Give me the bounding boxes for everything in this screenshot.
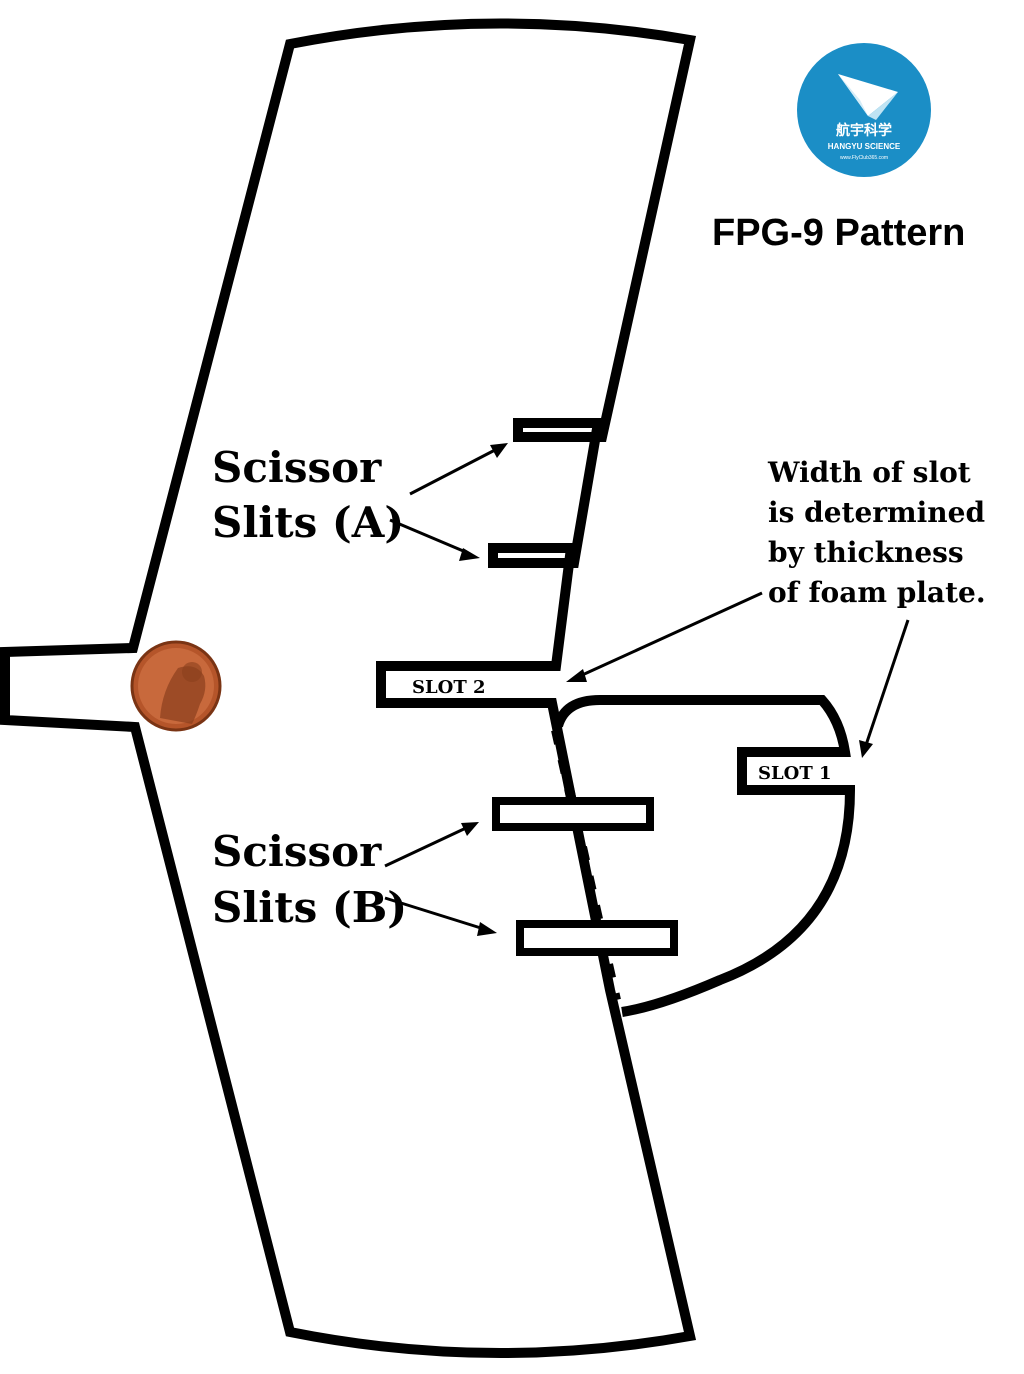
penny-icon (130, 640, 222, 732)
arrow-head (477, 922, 497, 936)
logo-name-cn: 航宇科学 (836, 122, 892, 139)
arrow-head (490, 443, 508, 458)
slits-b-label-line1: Scissor (212, 827, 382, 876)
arrow-head (459, 548, 480, 561)
logo-url: www.FlyClub365.com (840, 155, 888, 161)
slot-note-line2: is determined (768, 496, 985, 529)
arrow-head (461, 822, 479, 836)
slits-b-label-line2: Slits (B) (212, 883, 407, 932)
logo-name-en: HANGYU SCIENCE (828, 142, 901, 151)
slot-note-line1: Width of slot (767, 456, 971, 489)
arrow-head (859, 740, 873, 758)
slot-note-line3: by thickness (768, 536, 964, 569)
logo: 航宇科学 HANGYU SCIENCE www.FlyClub365.com (797, 43, 931, 177)
slits-a-label-line1: Scissor (212, 443, 382, 492)
scissor-slit-b2 (516, 920, 678, 956)
paper-plane-icon (838, 74, 898, 120)
wing-tip-bulge (553, 695, 856, 1017)
slot-note-line4: of foam plate. (768, 576, 986, 609)
arrow-head (566, 669, 587, 682)
slot1-label: SLOT 1 (758, 763, 832, 784)
slits-a-label-line2: Slits (A) (212, 498, 404, 547)
page-title: FPG-9 Pattern (712, 212, 965, 254)
wing-outline (0, 18, 697, 1359)
scissor-slit-b1 (492, 797, 654, 831)
slot2-label: SLOT 2 (412, 677, 486, 698)
